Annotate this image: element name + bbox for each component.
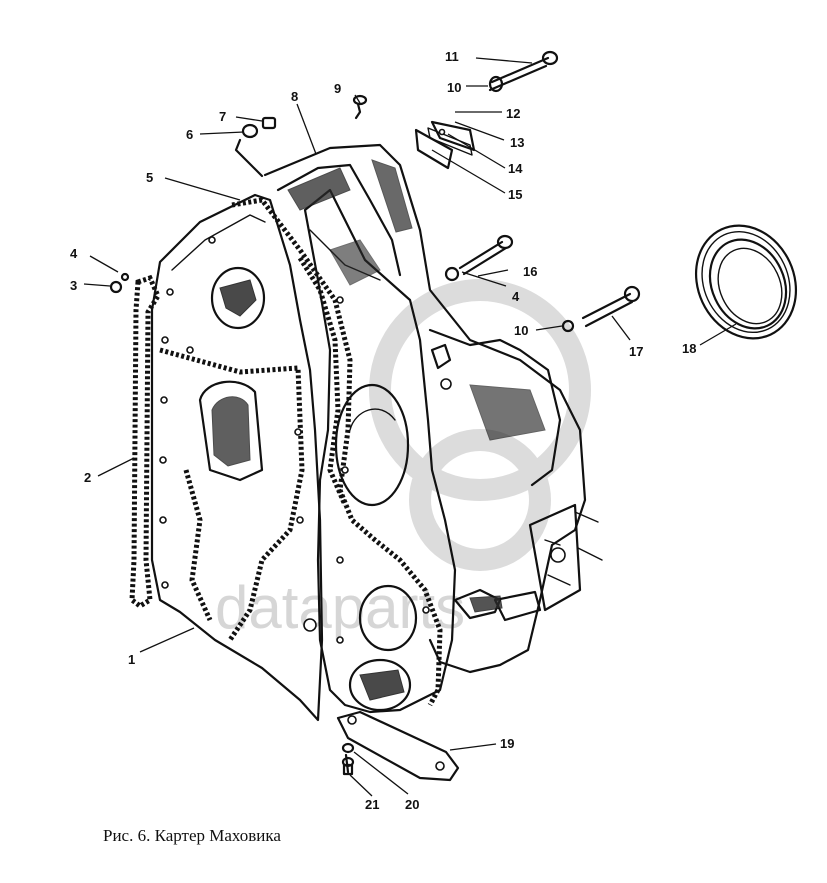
callout-9: 9 [334,81,341,96]
gasket-right [231,197,443,707]
callout-6: 6 [186,127,193,142]
callout-12: 12 [506,106,520,121]
callout-15: 15 [508,187,522,202]
callout-1: 1 [128,652,135,667]
callout-4-left: 4 [70,246,78,261]
adapter-plate [303,188,457,714]
callout-21: 21 [365,797,379,812]
leader-lines [83,57,737,797]
callout-17: 17 [629,344,643,359]
flywheel-housing [150,193,324,722]
callout-2: 2 [84,470,91,485]
callout-20: 20 [405,797,419,812]
callout-3: 3 [70,278,77,293]
rear-casting [263,143,603,674]
callout-8: 8 [291,89,298,104]
callout-13: 13 [510,135,524,150]
gasket-left [129,274,161,610]
callout-10-top: 10 [447,80,461,95]
callout-labels: 11 10 9 7 6 8 12 13 14 15 5 4 3 2 1 16 4… [70,49,696,812]
callout-14: 14 [508,161,523,176]
callout-5: 5 [146,170,153,185]
callout-16: 16 [523,264,537,279]
callout-4-right: 4 [512,289,520,304]
callout-19: 19 [500,736,514,751]
fasteners [109,50,641,782]
callout-11: 11 [445,49,459,64]
oil-seal-ring [694,224,798,340]
callout-7: 7 [219,109,226,124]
callout-18: 18 [682,341,696,356]
figure-caption: Рис. 6. Картер Маховика [103,826,281,845]
callout-10-right: 10 [514,323,528,338]
